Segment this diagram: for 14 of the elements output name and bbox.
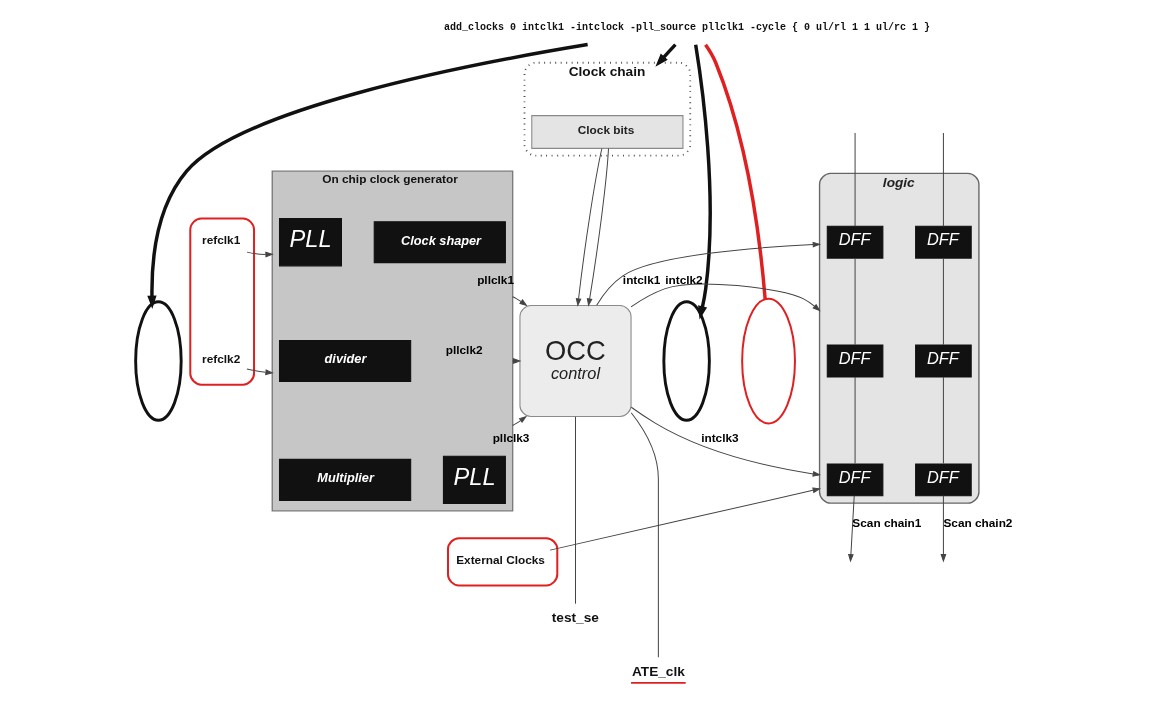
edge-label: Scan chain1	[851, 515, 921, 530]
node-label: ATE_clk	[631, 663, 685, 679]
edge-label: intclk1	[622, 273, 660, 288]
node-text: refclk2	[201, 352, 240, 367]
edge-label: intclk2	[664, 273, 703, 288]
edge-label: pllclk1	[476, 273, 514, 288]
node-text: External Clocks	[455, 553, 545, 568]
node-text: add_clocks 0 intclk1 -intclock -pll_source pllclk1 -cycle { 0 ul/rl 1 1 ul/rc 1 }	[443, 21, 930, 33]
edge-label: pllclk3	[492, 430, 529, 445]
edge-label: intclk3	[700, 430, 739, 445]
edge-label: Scan chain2	[942, 515, 1012, 530]
node-text: refclk1	[201, 233, 240, 248]
edge-label: pllclk2	[445, 343, 483, 358]
node-text: test_se	[551, 610, 599, 626]
